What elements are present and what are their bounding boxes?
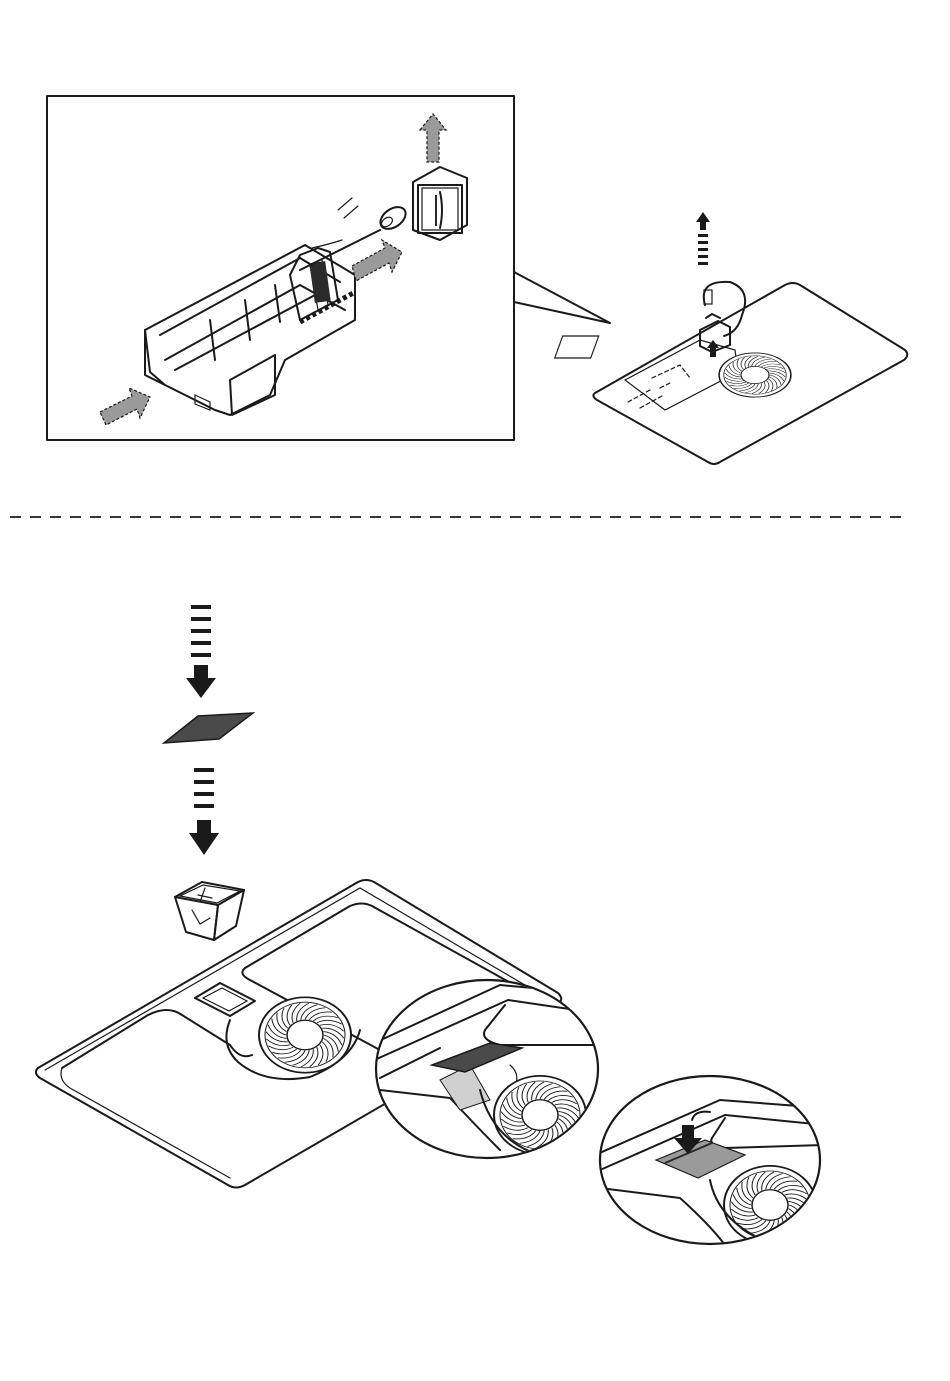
callout-pointer xyxy=(514,272,610,323)
arrow-down-icon xyxy=(189,768,219,855)
device-top-view xyxy=(555,282,908,464)
filter-box-icon xyxy=(175,882,244,940)
arrow-down-icon xyxy=(186,605,216,698)
detail-circle-1 xyxy=(370,980,610,1160)
arrow-up-icon xyxy=(696,212,710,265)
detail-circle-2 xyxy=(595,1076,825,1250)
filter-pad-icon xyxy=(164,713,253,743)
